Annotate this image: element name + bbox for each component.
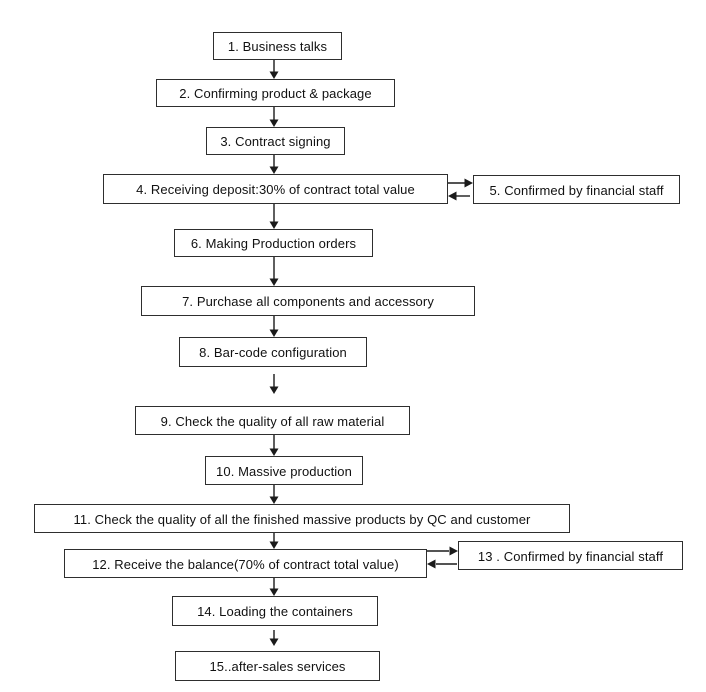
step-15-box: 15..after-sales services — [175, 651, 380, 681]
step-14-label: 14. Loading the containers — [197, 604, 353, 619]
connector-step14-step15 — [269, 630, 279, 646]
step-4-label: 4. Receiving deposit:30% of contract tot… — [136, 182, 415, 197]
step-5-box: 5. Confirmed by financial staff — [473, 175, 680, 204]
connector-step5-step4-left — [448, 191, 470, 201]
step-12-label: 12. Receive the balance(70% of contract … — [92, 556, 399, 572]
step-3-label: 3. Contract signing — [220, 134, 331, 149]
step-9-box: 9. Check the quality of all raw material — [135, 406, 410, 435]
step-15-label: 15..after-sales services — [209, 659, 346, 674]
connector-step8-step9 — [269, 374, 279, 394]
step-9-label: 9. Check the quality of all raw material — [160, 413, 385, 429]
step-5-label: 5. Confirmed by financial staff — [489, 182, 664, 198]
connector-step13-step12-left — [427, 559, 457, 569]
step-7-box: 7. Purchase all components and accessory — [141, 286, 475, 316]
step-13-label: 13 . Confirmed by financial staff — [477, 548, 664, 564]
step-2-label: 2. Confirming product & package — [179, 86, 372, 101]
step-8-label: 8. Bar-code configuration — [199, 345, 347, 360]
connector-step6-step7 — [269, 257, 279, 286]
connector-step1-step2 — [269, 60, 279, 79]
step-10-box: 10. Massive production — [205, 456, 363, 485]
connector-step4-step5-right — [448, 178, 473, 188]
connector-step12-step14 — [269, 578, 279, 596]
connector-step10-step11 — [269, 485, 279, 504]
connector-step2-step3 — [269, 107, 279, 127]
step-11-box: 11. Check the quality of all the finishe… — [34, 504, 570, 533]
step-12-box: 12. Receive the balance(70% of contract … — [64, 549, 427, 578]
connector-step11-step12 — [269, 533, 279, 549]
step-6-box: 6. Making Production orders — [174, 229, 373, 257]
step-1-box: 1. Business talks — [213, 32, 342, 60]
step-7-label: 7. Purchase all components and accessory — [182, 294, 434, 309]
step-6-label: 6. Making Production orders — [190, 236, 357, 251]
connector-step9-step10 — [269, 435, 279, 456]
step-10-label: 10. Massive production — [216, 463, 352, 479]
connector-step3-step4 — [269, 155, 279, 174]
step-2-box: 2. Confirming product & package — [156, 79, 395, 107]
step-13-box: 13 . Confirmed by financial staff — [458, 541, 683, 570]
step-3-box: 3. Contract signing — [206, 127, 345, 155]
connector-step7-step8 — [269, 316, 279, 337]
connector-step4-step6 — [269, 204, 279, 229]
step-4-box: 4. Receiving deposit:30% of contract tot… — [103, 174, 448, 204]
step-14-box: 14. Loading the containers — [172, 596, 378, 626]
step-1-label: 1. Business talks — [227, 39, 328, 54]
step-8-box: 8. Bar-code configuration — [179, 337, 367, 367]
connector-step12-step13-right — [427, 546, 458, 556]
step-11-label: 11. Check the quality of all the finishe… — [73, 511, 531, 527]
